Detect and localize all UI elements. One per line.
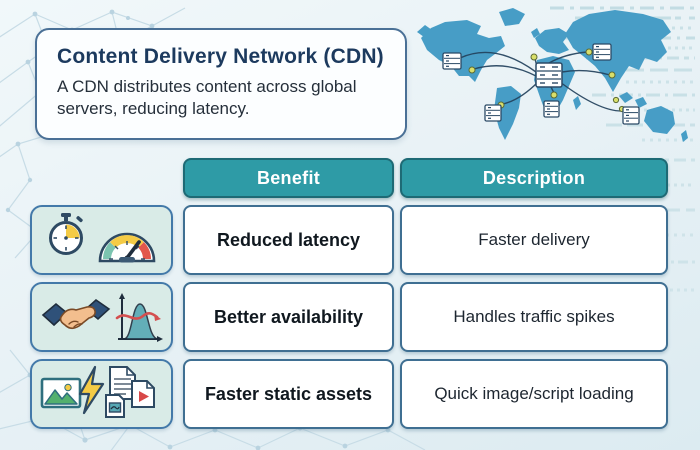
speedometer-icon	[98, 232, 155, 263]
page-title: Content Delivery Network (CDN)	[57, 45, 384, 68]
handshake-bellcurve-icon	[41, 293, 163, 342]
benefit-faster-static-assets: Faster static assets	[183, 359, 394, 429]
page-subtitle: A CDN distributes content across global …	[57, 77, 357, 119]
description-quick-loading: Quick image/script loading	[400, 359, 668, 429]
world-map-illustration	[417, 8, 688, 142]
benefit-reduced-latency: Reduced latency	[183, 205, 394, 275]
row1-icon-tile	[30, 205, 173, 275]
stopwatch-speedometer-icon	[48, 213, 155, 263]
handshake-icon	[41, 298, 110, 330]
title-card: Content Delivery Network (CDN) A CDN dis…	[35, 28, 407, 140]
row3-icon-tile	[30, 359, 173, 429]
origin-server-icon	[535, 62, 563, 88]
description-traffic-spikes: Handles traffic spikes	[400, 282, 668, 352]
stopwatch-icon	[48, 213, 83, 255]
bell-curve-chart-icon	[115, 293, 163, 342]
lightning-bolt-icon	[78, 365, 104, 415]
network-links	[459, 51, 624, 112]
world-cdn-map	[415, 4, 695, 152]
benefit-better-availability: Better availability	[183, 282, 394, 352]
header-benefit: Benefit	[183, 158, 394, 198]
description-faster-delivery: Faster delivery	[400, 205, 668, 275]
document-files-icon	[104, 366, 155, 418]
header-description: Description	[400, 158, 668, 198]
static-assets-icon	[40, 365, 155, 418]
row2-icon-tile	[30, 282, 173, 352]
server-icons	[442, 43, 640, 125]
image-icon	[40, 377, 81, 409]
